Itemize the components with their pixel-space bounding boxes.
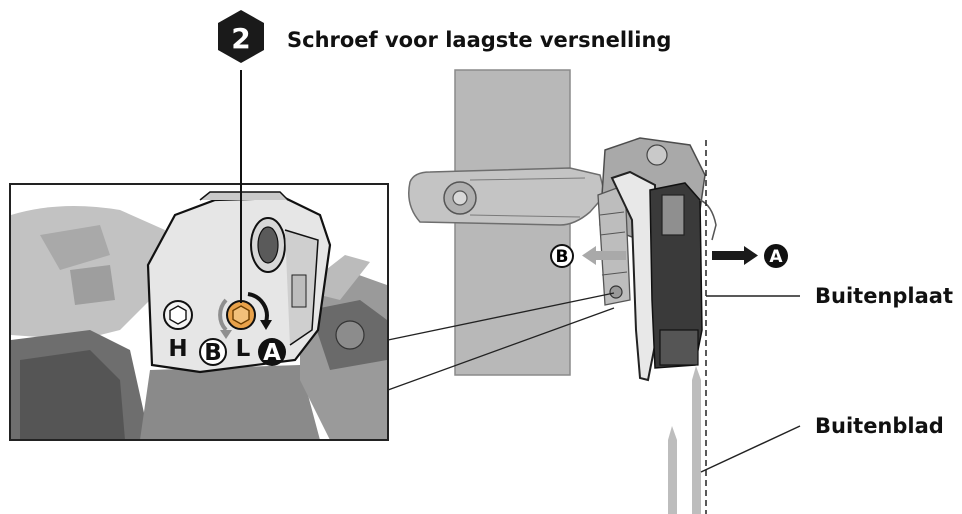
derailleur-clamp <box>408 167 606 226</box>
svg-text:B: B <box>556 247 569 267</box>
main-arrow-a <box>712 246 758 265</box>
main-marker-a: A <box>764 244 788 268</box>
outer-chainring-label: Buitenblad <box>815 414 944 438</box>
outer-plate-label: Buitenplaat <box>815 284 953 308</box>
chainring-lines <box>668 366 701 514</box>
callout-title: Schroef voor laagste versnelling <box>287 28 671 52</box>
h-screw <box>163 300 193 330</box>
svg-text:A: A <box>263 340 281 366</box>
detail-leader-lines <box>387 292 615 391</box>
svg-text:A: A <box>769 247 783 267</box>
svg-text:B: B <box>204 340 222 366</box>
detail-inset: H L B A <box>9 183 389 441</box>
rotation-arrow-a-icon <box>247 292 269 323</box>
detail-letter-h: H <box>168 336 187 362</box>
main-arrow-b <box>582 246 626 265</box>
l-screw <box>226 300 256 330</box>
step-badge: 2 <box>218 10 264 63</box>
rotation-arrow-b-icon <box>218 298 228 332</box>
step-number: 2 <box>231 22 250 55</box>
outer-chainring-leader <box>700 425 801 473</box>
derailleur-body <box>597 137 717 382</box>
main-marker-b: B <box>550 244 574 268</box>
detail-marker-a: A <box>258 338 286 366</box>
detail-letter-l: L <box>236 336 251 362</box>
detail-marker-b: B <box>199 338 227 366</box>
